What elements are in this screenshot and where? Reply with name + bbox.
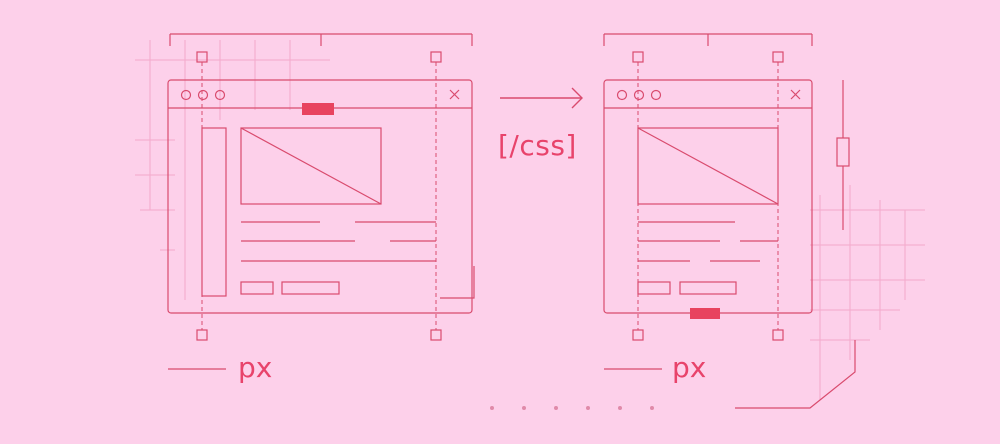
left-layout (167, 33, 475, 341)
right-image-placeholder (637, 127, 779, 205)
background-grid-right (810, 185, 925, 400)
left-browser-window (167, 79, 473, 314)
background-grid-left (135, 40, 330, 300)
guide-handle (430, 329, 442, 341)
right-small-button (637, 281, 671, 295)
guide-handle (632, 51, 644, 63)
guide-handle (196, 329, 208, 341)
guide-handle (430, 51, 442, 63)
right-accent-block (690, 308, 720, 319)
left-window-dots-icon (180, 89, 226, 101)
left-small-button (240, 281, 274, 295)
right-close-icon (790, 89, 801, 100)
dot-row (490, 406, 654, 410)
css-transform-label: [/css] (498, 129, 577, 162)
right-text-lines (638, 221, 778, 262)
left-text-lines (241, 221, 436, 262)
left-unit-label: px (238, 351, 273, 384)
guide-handle (772, 329, 784, 341)
left-sidebar (201, 127, 227, 297)
right-unit-label: px (672, 351, 707, 384)
right-browser-window (603, 79, 813, 314)
left-accent-block (302, 103, 334, 115)
vertical-scrollbar (836, 80, 850, 230)
right-top-ruler (603, 33, 813, 46)
right-layout (603, 33, 856, 409)
arrow-right-icon (500, 87, 583, 109)
left-corner-bracket (440, 266, 475, 299)
left-close-icon (449, 89, 460, 100)
right-corner-bracket (735, 340, 856, 409)
left-top-ruler (169, 33, 473, 46)
right-window-dots-icon (616, 89, 662, 101)
guide-handle (772, 51, 784, 63)
left-wide-button (281, 281, 340, 295)
guide-handle (632, 329, 644, 341)
right-wide-button (679, 281, 737, 295)
left-image-placeholder (240, 127, 382, 205)
